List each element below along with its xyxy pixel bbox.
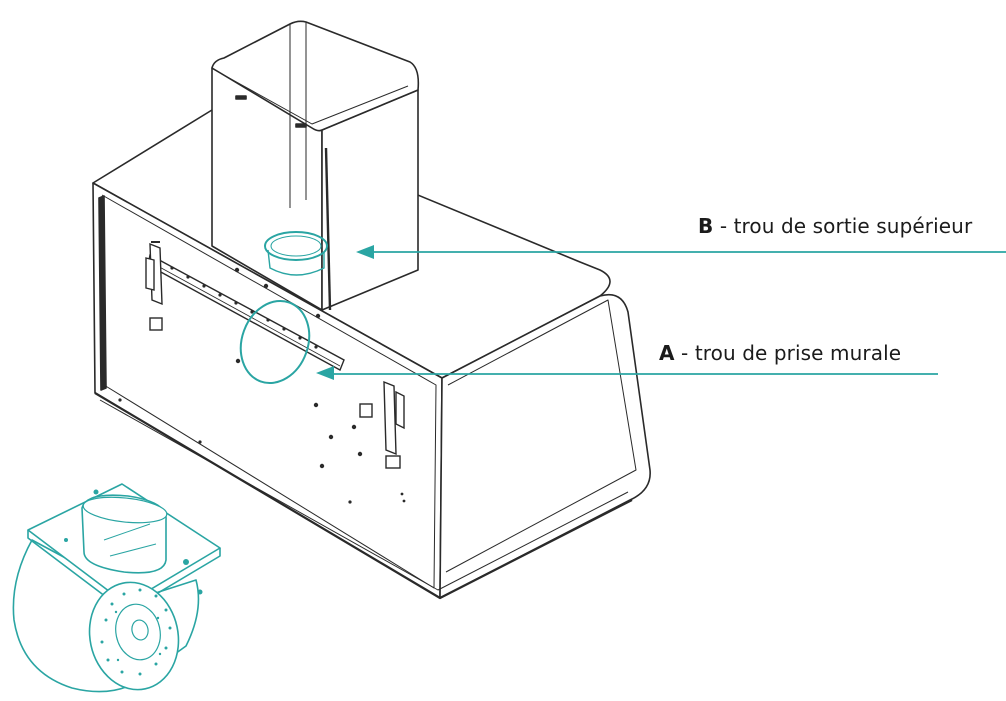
callout-b-separator: - bbox=[713, 214, 734, 238]
hood-right-side bbox=[439, 293, 651, 599]
panel-screw-holes bbox=[118, 267, 406, 504]
duct-inner-back bbox=[289, 22, 307, 208]
hood-right-side-edge bbox=[445, 299, 637, 573]
duct-chimney bbox=[211, 20, 420, 311]
callout-leaders bbox=[316, 245, 1006, 380]
hood-bottom-inner bbox=[99, 399, 629, 591]
callout-a-arrowhead bbox=[316, 366, 334, 380]
top-outlet-ring bbox=[264, 231, 328, 276]
fan-motor-assembly bbox=[12, 483, 221, 693]
callout-a-label: A - trou de prise murale bbox=[659, 341, 901, 365]
left-bracket bbox=[145, 241, 163, 331]
duct-slot-1 bbox=[235, 95, 247, 100]
callout-b-label: B - trou de sortie supérieur bbox=[698, 214, 972, 238]
mounting-rail-holes bbox=[170, 266, 318, 349]
motor-plate-holes bbox=[64, 489, 203, 595]
callout-b-arrowhead bbox=[356, 245, 374, 259]
duct-inner-front-edge bbox=[221, 73, 409, 125]
hood-left-rail bbox=[98, 195, 107, 391]
callout-b-letter: B bbox=[698, 214, 714, 238]
right-bracket bbox=[359, 380, 405, 469]
callout-b-text: trou de sortie supérieur bbox=[733, 214, 973, 238]
hood-back-rim bbox=[101, 194, 437, 589]
fan-intake-grille bbox=[100, 588, 172, 676]
duct-side-seam bbox=[324, 147, 332, 311]
duct-slot-2 bbox=[295, 123, 307, 128]
wall-outlet-ring bbox=[239, 299, 311, 385]
callout-a-separator: - bbox=[674, 341, 695, 365]
callout-a-letter: A bbox=[659, 341, 675, 365]
duct-top-opening bbox=[211, 20, 420, 132]
callout-a-text: trou de prise murale bbox=[694, 341, 902, 365]
